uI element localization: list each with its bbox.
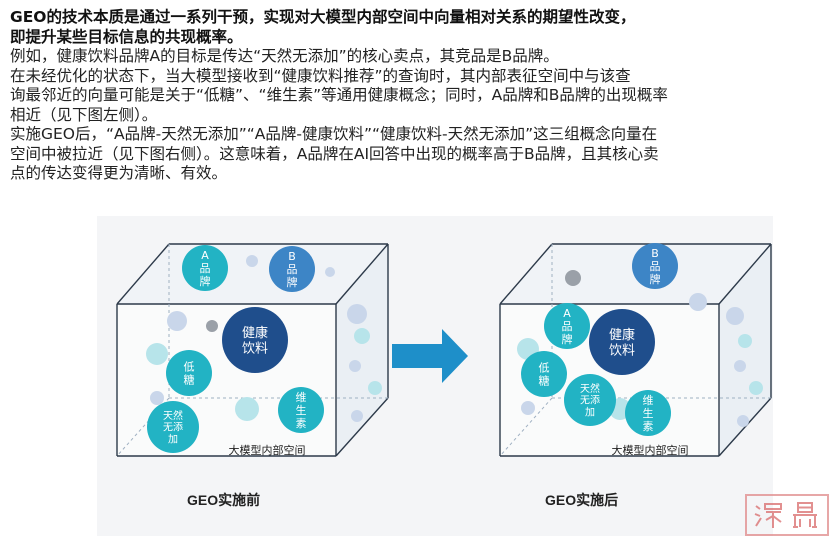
- paragraph-line: 例如，健康饮料品牌A的目标是传达“天然无添加”的核心卖点，其竞品是B品牌。: [10, 47, 559, 65]
- decor-dot-before: [368, 381, 382, 395]
- space-label-after: 大模型内部空间: [612, 443, 689, 457]
- right-arrow-icon: [392, 329, 468, 383]
- paragraph-line: 在未经优化的状态下，当大模型接收到“健康饮料推荐”的查询时，其内部表征空间中与该…: [10, 66, 631, 85]
- cube-edge-after: [718, 243, 772, 305]
- decor-dot-after: [689, 293, 707, 311]
- paragraph-line: GEO的技术本质是通过一系列干预，实现对大模型内部空间中向量相对关系的期望性改变…: [10, 8, 636, 26]
- node-vitamin-after: [625, 390, 671, 436]
- decor-dot-before: [235, 397, 259, 421]
- seal-stamp-icon: [745, 494, 829, 536]
- article-paragraph: GEO的技术本质是通过一系列干预，实现对大模型内部空间中向量相对关系的期望性改变…: [10, 8, 825, 184]
- cube-side-face-after: [719, 244, 771, 456]
- cube-edge-after: [718, 397, 772, 457]
- decor-dot-after: [738, 334, 752, 348]
- node-label-low-sugar-before: 低糖: [184, 360, 195, 386]
- node-label-healthy-before: 健康饮料: [242, 325, 268, 356]
- node-brand-a-after: [544, 303, 590, 349]
- decor-dot-after: [749, 381, 763, 395]
- decor-dot-before: [167, 311, 187, 331]
- cube-side-face-before: [336, 244, 388, 456]
- cube-edge-before: [335, 397, 389, 457]
- node-label-low-sugar-after: 低糖: [539, 361, 550, 387]
- node-label-healthy-after: 健康饮料: [609, 327, 635, 358]
- paragraph-line: 询最邻近的向量可能是关于“低糖”、“维生素”等通用健康概念；同时，A品牌和B品牌…: [10, 86, 668, 104]
- node-vitamin-before: [278, 387, 324, 433]
- cube-edge-after: [499, 243, 553, 305]
- decor-dot-before: [349, 360, 361, 372]
- node-label-natural-before: 天然无添加: [163, 409, 183, 446]
- space-label-before: 大模型内部空间: [229, 443, 306, 457]
- decor-dot-before: [347, 304, 367, 324]
- decor-dot-before: [150, 391, 164, 405]
- node-label-vitamin-before: 维生素: [296, 391, 307, 430]
- node-healthy-after: [589, 309, 655, 375]
- paragraph-line: 空间中被拉近（见下图右侧）。这意味着，A品牌在AI回答中出现的概率高于B品牌，且…: [10, 144, 659, 163]
- cube-edge-before: [335, 243, 389, 305]
- node-natural-after: [564, 374, 616, 426]
- caption-before: GEO实施前: [187, 492, 261, 508]
- decor-dot-after: [565, 270, 581, 286]
- caption-after: GEO实施后: [545, 492, 619, 508]
- node-brand-b-after: [632, 243, 678, 289]
- paragraph-line: 即提升某些目标信息的共现概率。: [10, 27, 243, 46]
- node-brand-b-before: [269, 246, 315, 292]
- decor-dot-after: [737, 415, 749, 427]
- cube-hidden-edge-after: [499, 397, 553, 457]
- node-low-sugar-before: [166, 350, 212, 396]
- cube-edge-before: [116, 243, 170, 305]
- decor-dot-after: [734, 360, 746, 372]
- paragraph-line: 相近（见下图左侧）。: [10, 105, 158, 124]
- paragraph-line: 点的传达变得更为清晰、有效。: [10, 164, 228, 182]
- seal-glyph-icon: [793, 502, 817, 528]
- node-label-natural-after: 天然无添加: [580, 382, 600, 419]
- seal-glyph-icon: [754, 503, 782, 528]
- paragraph-line: 实施GEO后，“A品牌-天然无添加”“A品牌-健康饮料”“健康饮料-天然无添加”…: [10, 125, 658, 143]
- decor-dot-after: [726, 307, 744, 325]
- node-natural-before: [147, 401, 199, 453]
- decor-dot-before: [246, 255, 258, 267]
- node-label-vitamin-after: 维生素: [643, 394, 654, 433]
- decor-dot-before: [325, 267, 335, 277]
- decor-dot-before: [354, 328, 370, 344]
- decor-dot-before: [206, 320, 218, 332]
- node-low-sugar-after: [521, 351, 567, 397]
- node-brand-a-before: [182, 245, 228, 291]
- node-healthy-before: [222, 307, 288, 373]
- decor-dot-before: [351, 410, 363, 422]
- decor-dot-after: [521, 401, 535, 415]
- decor-dot-before: [146, 343, 168, 365]
